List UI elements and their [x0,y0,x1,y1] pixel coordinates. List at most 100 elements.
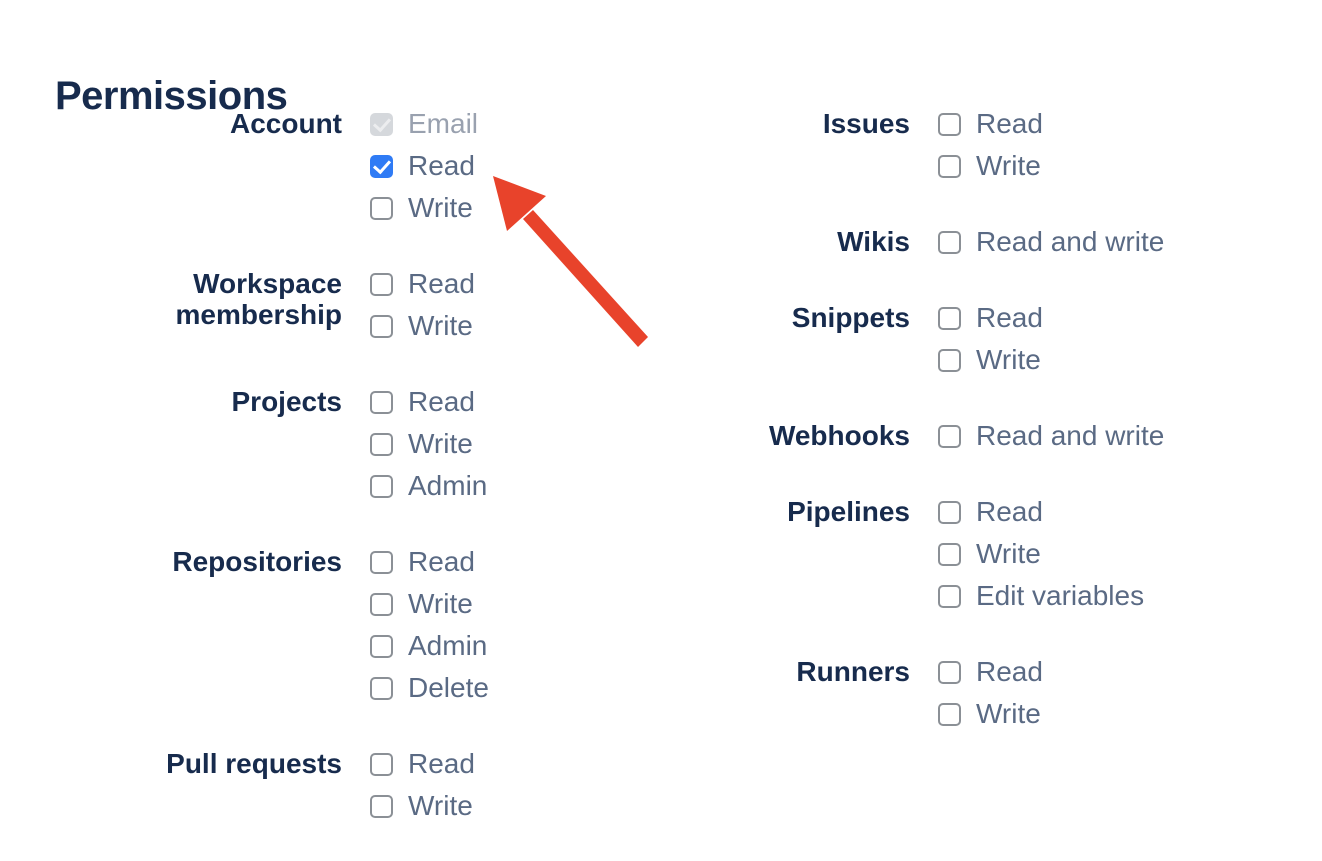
webhooks-read-and-write-checkbox[interactable] [938,424,961,448]
projects-read-checkbox[interactable] [370,390,393,414]
checkbox-row: Read [938,103,1043,145]
permission-group-label: Webhooks [600,415,910,451]
checkbox-label: Write [408,310,473,341]
snippets-write-checkbox[interactable] [938,348,961,372]
checkbox-row: Read [938,651,1043,693]
checkbox-row: Write [370,305,475,347]
snippets-read-checkbox[interactable] [938,306,961,330]
workspace-membership-write-checkbox[interactable] [370,314,393,338]
pull-requests-write-checkbox[interactable] [370,794,393,818]
pipelines-write-checkbox[interactable] [938,542,961,566]
pipelines-edit-variables-checkbox[interactable] [938,584,961,608]
permission-group-label-line: Wikis [837,226,910,257]
checkbox-label: Write [976,150,1041,181]
checkbox-row: Write [938,533,1144,575]
repositories-delete-checkbox[interactable] [370,676,393,700]
page-title: Permissions [55,74,288,119]
projects-admin-checkbox[interactable] [370,474,393,498]
checkbox-row: Write [938,693,1043,735]
checkbox-row: Read [370,381,487,423]
permission-group-label: Issues [600,103,910,139]
checkbox-label: Admin [408,630,488,661]
checkbox-label: Write [408,790,473,821]
account-read-checkbox[interactable] [370,154,393,178]
repositories-write-checkbox[interactable] [370,592,393,616]
checkbox-label: Read [976,656,1043,687]
checkbox-row: Admin [370,625,489,667]
runners-write-checkbox[interactable] [938,702,961,726]
runners-read-checkbox[interactable] [938,660,961,684]
checkbox-row: Write [370,423,487,465]
checkbox-label: Write [408,588,473,619]
permission-group-label: Projects [0,381,343,417]
checkbox-row: Write [370,187,478,229]
checkbox-label: Read [408,150,475,181]
account-email-checkbox [370,112,393,136]
pipelines-read-checkbox[interactable] [938,500,961,524]
checkbox-label: Admin [408,470,488,501]
repositories-read-checkbox[interactable] [370,550,393,574]
wikis-read-and-write-checkbox[interactable] [938,230,961,254]
permission-group-label-line: Projects [231,386,343,417]
checkbox-label: Delete [408,672,489,703]
checkbox-label: Write [976,344,1041,375]
checkbox-label: Write [976,698,1041,729]
pull-requests-read-checkbox[interactable] [370,752,393,776]
checkbox-row: Read [370,263,475,305]
checkbox-label: Read [408,386,475,417]
checkbox-label: Read and write [976,226,1165,257]
checkbox-label: Read [408,268,475,299]
permission-options: Read and write [938,221,1164,263]
permission-group-label: Pipelines [600,491,910,527]
checkbox-row: Write [938,339,1043,381]
checkbox-row: Edit variables [938,575,1144,617]
checkbox-label: Read [976,302,1043,333]
permission-group-label-line: Repositories [172,546,342,577]
annotation-arrow-head [493,176,546,231]
checkbox-row: Write [370,583,489,625]
checkbox-label: Edit variables [976,580,1145,611]
checkbox-row: Write [370,785,475,827]
account-write-checkbox[interactable] [370,196,393,220]
workspace-membership-read-checkbox[interactable] [370,272,393,296]
projects-write-checkbox[interactable] [370,432,393,456]
checkbox-row: Read [938,491,1144,533]
checkbox-row: Admin [370,465,487,507]
permission-group-label-line: Pull requests [166,748,342,779]
checkbox-row: Read and write [938,221,1164,263]
permission-group-label-line: Workspace [193,268,342,299]
checkbox-row: Write [938,145,1043,187]
issues-write-checkbox[interactable] [938,154,961,178]
checkbox-row: Read [370,743,475,785]
permission-group-label-line: Snippets [791,302,910,333]
checkbox-label: Read [976,108,1043,139]
permission-group-label-line: Issues [822,108,910,139]
issues-read-checkbox[interactable] [938,112,961,136]
permission-group-label-line: Runners [796,656,910,687]
checkbox-label: Write [976,538,1041,569]
checkbox-row: Read [938,297,1043,339]
permission-group-label-line: Account [230,108,342,139]
permission-group-label: Pull requests [0,743,342,779]
repositories-admin-checkbox[interactable] [370,634,393,658]
checkbox-label: Read [408,546,475,577]
